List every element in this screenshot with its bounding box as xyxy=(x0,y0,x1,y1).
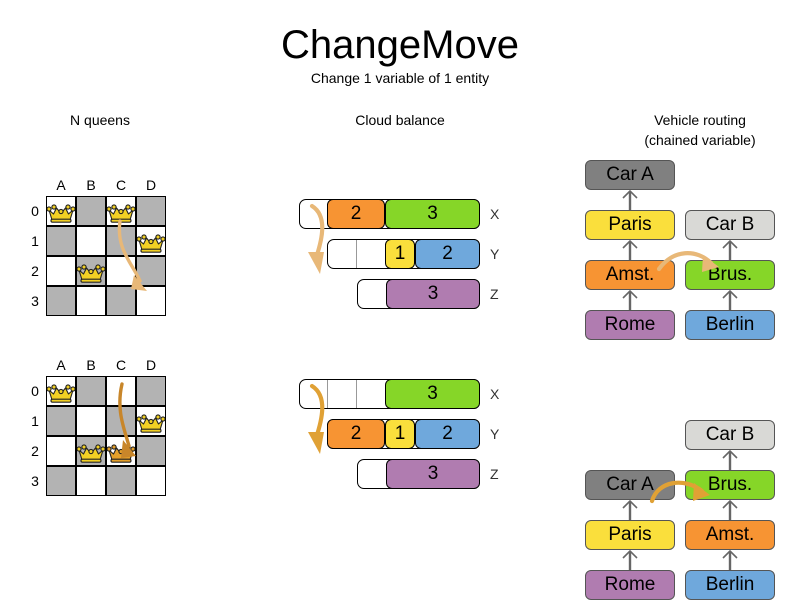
routing-node-paris-before[interactable]: Paris xyxy=(585,210,675,240)
routing-vehicle-car-b-after[interactable]: Car B xyxy=(685,420,775,450)
routing-node-berlin-after[interactable]: Berlin xyxy=(685,570,775,600)
cloud-computer-label-Y: Y xyxy=(490,246,500,262)
board-file-label-A: A xyxy=(56,357,66,373)
routing-node-rome-before[interactable]: Rome xyxy=(585,310,675,340)
routing-node-brus-before[interactable]: Brus. xyxy=(685,260,775,290)
board-cell-A0[interactable] xyxy=(46,196,76,226)
board-rank-label-1: 1 xyxy=(31,233,39,249)
routing-node-brus-after[interactable]: Brus. xyxy=(685,470,775,500)
board-cell-C2[interactable] xyxy=(106,256,136,286)
board-cell-D3[interactable] xyxy=(136,286,166,316)
cloud-process-X-3[interactable]: 3 xyxy=(385,379,480,409)
board-cell-B1[interactable] xyxy=(76,226,106,256)
column-header-routing-line2: (chained variable) xyxy=(644,132,756,148)
board-rank-label-3: 3 xyxy=(31,293,39,309)
board-file-label-C: C xyxy=(115,357,127,373)
board-rank-label-0: 0 xyxy=(31,383,39,399)
column-header-vehicle-routing: Vehicle routing (chained variable) xyxy=(605,110,795,150)
routing-link-arrow-after-0-1 xyxy=(622,550,638,570)
board-cell-C1[interactable] xyxy=(106,226,136,256)
cloud-process-Y-2[interactable]: 1 xyxy=(385,239,415,269)
routing-link-arrow-after-1-1 xyxy=(722,500,738,520)
board-cell-B2[interactable] xyxy=(76,436,106,466)
board-cell-D2[interactable] xyxy=(136,436,166,466)
routing-link-arrow-before-0-0 xyxy=(622,190,638,210)
board-file-label-D: D xyxy=(145,357,157,373)
board-cell-C1[interactable] xyxy=(106,406,136,436)
column-header-routing-line1: Vehicle routing xyxy=(654,112,746,128)
board-cell-A2[interactable] xyxy=(46,256,76,286)
board-cell-D1[interactable] xyxy=(136,226,166,256)
routing-vehicle-car-a-after[interactable]: Car A xyxy=(585,470,675,500)
cloud-process-Y-0[interactable]: 2 xyxy=(327,419,385,449)
board-cell-B3[interactable] xyxy=(76,286,106,316)
cloud-computer-label-Y: Y xyxy=(490,426,500,442)
board-cell-A0[interactable] xyxy=(46,376,76,406)
board-cell-A2[interactable] xyxy=(46,436,76,466)
routing-node-berlin-before[interactable]: Berlin xyxy=(685,310,775,340)
cloud-computer-label-Z: Z xyxy=(490,286,499,302)
cloud-process-Z-1[interactable]: 3 xyxy=(386,279,480,309)
page-title: ChangeMove xyxy=(281,23,519,67)
board-cell-C3[interactable] xyxy=(106,286,136,316)
board-cell-C0[interactable] xyxy=(106,196,136,226)
board-rank-label-2: 2 xyxy=(31,443,39,459)
routing-node-rome-after[interactable]: Rome xyxy=(585,570,675,600)
cloud-computer-label-Z: Z xyxy=(490,466,499,482)
board-cell-B1[interactable] xyxy=(76,406,106,436)
routing-node-paris-after[interactable]: Paris xyxy=(585,520,675,550)
cloud-row-X-divider xyxy=(327,380,328,408)
board-file-label-A: A xyxy=(56,177,66,193)
cloud-process-Y-3[interactable]: 2 xyxy=(415,239,480,269)
routing-vehicle-car-a-before[interactable]: Car A xyxy=(585,160,675,190)
board-cell-D1[interactable] xyxy=(136,406,166,436)
page-subtitle: Change 1 variable of 1 entity xyxy=(310,70,490,86)
board-cell-B0[interactable] xyxy=(76,376,106,406)
cloud-process-Y-2[interactable]: 2 xyxy=(415,419,480,449)
board-cell-A1[interactable] xyxy=(46,406,76,436)
cloud-process-Z-1[interactable]: 3 xyxy=(386,459,480,489)
board-cell-C2[interactable] xyxy=(106,436,136,466)
routing-node-amst-after[interactable]: Amst. xyxy=(685,520,775,550)
board-cell-D2[interactable] xyxy=(136,256,166,286)
cloud-computer-label-X: X xyxy=(490,206,500,222)
board-file-label-C: C xyxy=(115,177,127,193)
routing-link-arrow-before-0-1 xyxy=(622,240,638,260)
cloud-computer-label-X: X xyxy=(490,386,500,402)
routing-link-arrow-before-1-1 xyxy=(722,290,738,310)
routing-link-arrow-after-0-0 xyxy=(622,500,638,520)
routing-link-arrow-after-1-2 xyxy=(722,550,738,570)
cloud-process-X-1[interactable]: 2 xyxy=(327,199,385,229)
board-file-label-D: D xyxy=(145,177,157,193)
cloud-row-X-divider xyxy=(356,380,357,408)
routing-link-arrow-before-0-2 xyxy=(622,290,638,310)
board-cell-B0[interactable] xyxy=(76,196,106,226)
cloud-process-Y-1[interactable]: 1 xyxy=(385,419,415,449)
board-cell-A1[interactable] xyxy=(46,226,76,256)
routing-link-arrow-after-1-0 xyxy=(722,450,738,470)
board-cell-D0[interactable] xyxy=(136,196,166,226)
board-file-label-B: B xyxy=(86,177,96,193)
board-rank-label-0: 0 xyxy=(31,203,39,219)
routing-node-amst-before[interactable]: Amst. xyxy=(585,260,675,290)
board-rank-label-1: 1 xyxy=(31,413,39,429)
column-header-cloud-balance: Cloud balance xyxy=(355,112,445,128)
board-rank-label-3: 3 xyxy=(31,473,39,489)
board-cell-A3[interactable] xyxy=(46,286,76,316)
board-rank-label-2: 2 xyxy=(31,263,39,279)
routing-vehicle-car-b-before[interactable]: Car B xyxy=(685,210,775,240)
board-cell-C3[interactable] xyxy=(106,466,136,496)
column-header-nqueens: N queens xyxy=(70,112,130,128)
board-cell-D0[interactable] xyxy=(136,376,166,406)
cloud-row-Y-divider xyxy=(356,240,357,268)
routing-link-arrow-before-1-0 xyxy=(722,240,738,260)
cloud-process-X-2[interactable]: 3 xyxy=(385,199,480,229)
board-cell-C0[interactable] xyxy=(106,376,136,406)
board-cell-B2[interactable] xyxy=(76,256,106,286)
board-cell-B3[interactable] xyxy=(76,466,106,496)
board-cell-A3[interactable] xyxy=(46,466,76,496)
board-file-label-B: B xyxy=(86,357,96,373)
board-cell-D3[interactable] xyxy=(136,466,166,496)
